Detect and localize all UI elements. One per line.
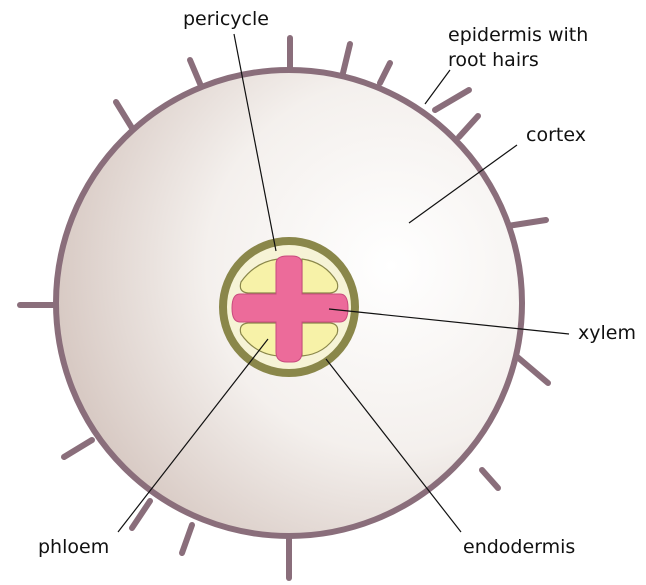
vascular-cylinder (223, 241, 355, 373)
cortex-label: cortex (526, 122, 586, 148)
epidermis-leader (425, 70, 450, 104)
phloem-label: phloem (38, 534, 109, 560)
epidermis-label-line2: root hairs (448, 47, 539, 73)
epidermis-label-line1: epidermis with (448, 22, 588, 48)
pericycle-label: pericycle (183, 6, 269, 32)
xylem-label: xylem (578, 320, 636, 346)
endodermis-label: endodermis (463, 534, 575, 560)
